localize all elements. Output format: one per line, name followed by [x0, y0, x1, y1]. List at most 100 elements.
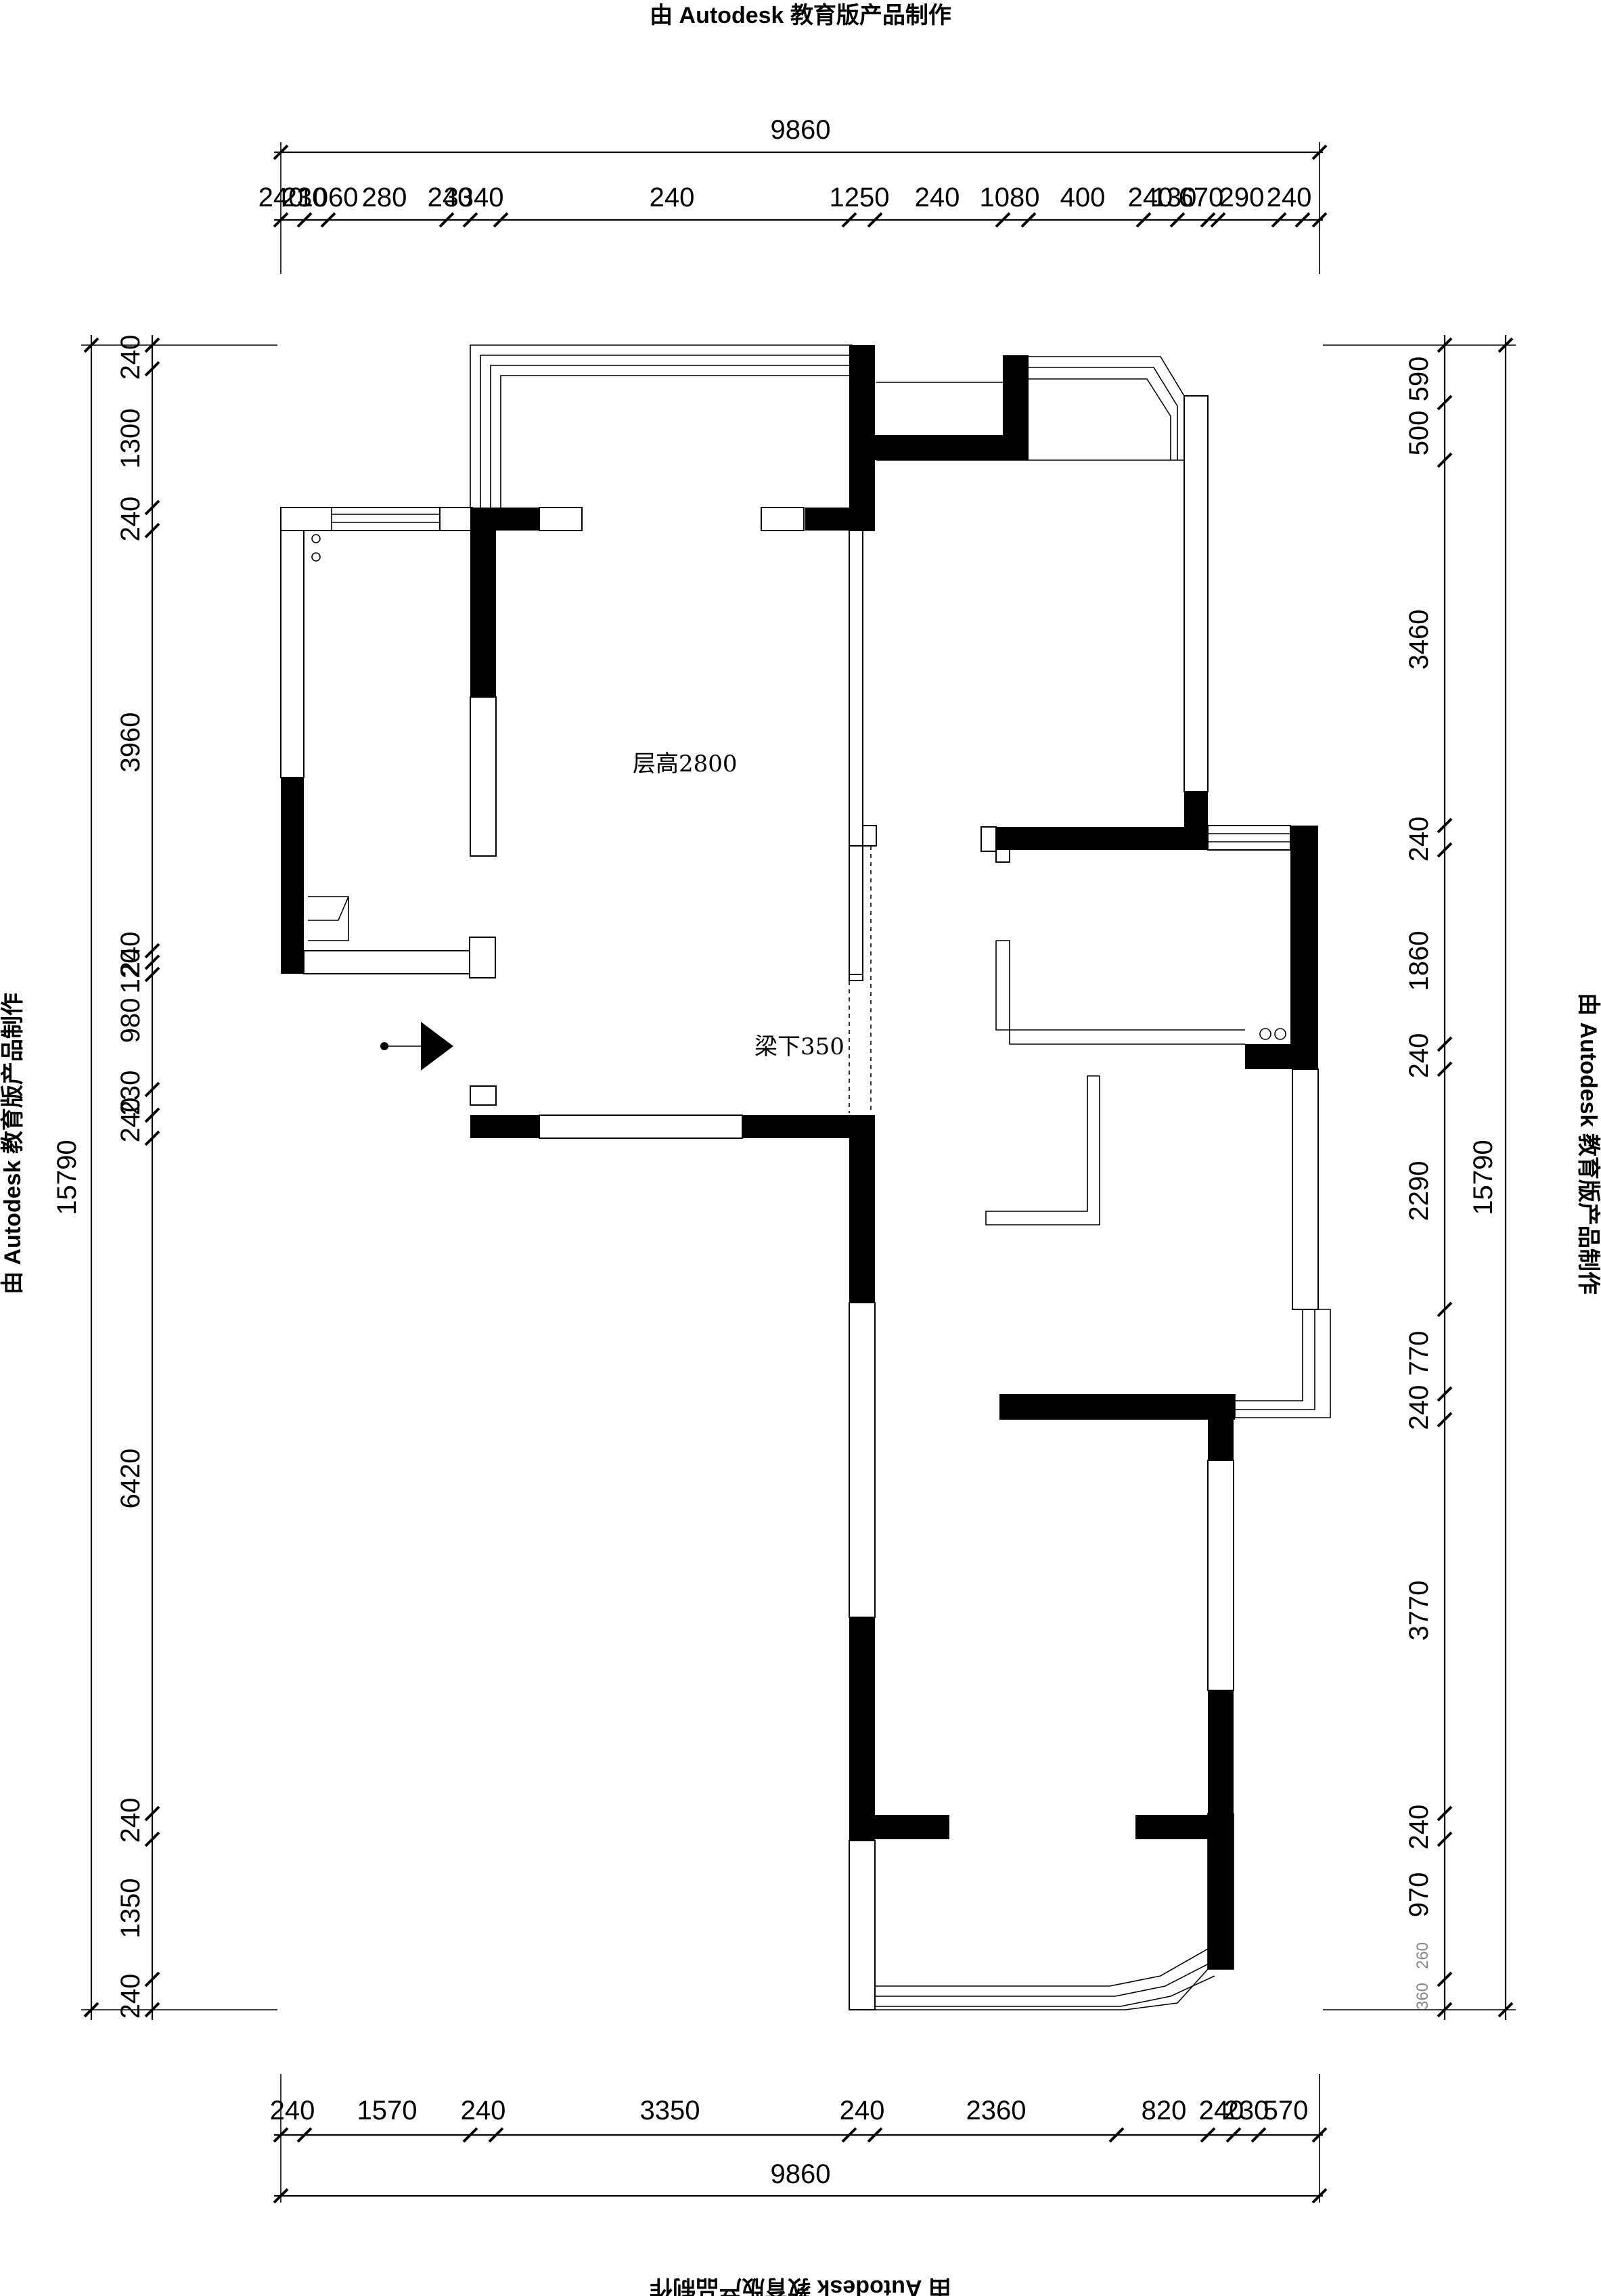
dim-top-segment: 240 [1128, 183, 1173, 212]
dim-right-segment: 1860 [1404, 931, 1434, 991]
dim-top-segment: 1060 [298, 183, 359, 212]
beam-label: 梁下350 [754, 1033, 844, 1060]
dim-left-segment: 230 [116, 1071, 145, 1116]
dim-right-segment: 3460 [1404, 610, 1434, 670]
dim-tick [273, 212, 289, 228]
dim-left-segment: 240 [116, 1098, 145, 1143]
dim-tick [83, 2002, 99, 2018]
dim-right-segment: 360 [1414, 1983, 1432, 2010]
dim-tick [493, 212, 509, 228]
dim-left-total: 15790 [52, 1140, 82, 1215]
dim-tick [1437, 842, 1453, 858]
dim-right-segment: 260 [1414, 1942, 1432, 1969]
dim-tick [144, 1971, 160, 1987]
dim-left-segment: 980 [116, 998, 145, 1043]
dim-bottom-segment: 240 [270, 2096, 315, 2125]
dim-left-segment: 1300 [116, 409, 145, 469]
dim-tick [1437, 1061, 1453, 1077]
dim-tick [1210, 212, 1226, 228]
dim-tick [144, 361, 160, 377]
dim-tick [841, 212, 857, 228]
dim-top-segment: 670 [1179, 183, 1224, 212]
dim-tick [273, 2127, 289, 2143]
dim-left-segment: 120 [116, 949, 145, 994]
dim-top-segment: 240 [650, 183, 695, 212]
dim-top-segment: 240 [428, 183, 473, 212]
dimension-left: 15790 2401300240396024012098023024064202… [52, 335, 277, 2020]
entrance-arrow-icon [380, 1022, 453, 1071]
dim-top-segment: 1080 [980, 183, 1040, 212]
dim-right-segment: 240 [1404, 1385, 1434, 1431]
dim-tick [83, 337, 99, 353]
watermarks: 由 Autodesk 教育版产品制作 由 Autodesk 教育版产品制作 由 … [0, 3, 1601, 2296]
room-labels: 层高2800 梁下350 [633, 750, 844, 1060]
dim-tick [1497, 337, 1514, 353]
dim-right-segment: 2290 [1404, 1161, 1434, 1221]
dimension-right: 15790 5905003460240186024022907702403770… [1323, 335, 1516, 2020]
dim-tick [273, 144, 289, 160]
dim-top-segment: 1250 [830, 183, 890, 212]
dim-left-segment: 240 [116, 1974, 145, 2019]
dim-tick [1437, 1412, 1453, 1428]
dim-tick [1437, 1831, 1453, 1847]
dim-left-segment: 3960 [116, 713, 145, 773]
dim-bottom-segment: 1570 [357, 2096, 418, 2125]
dim-tick [144, 1831, 160, 1847]
dim-left-segment: 240 [116, 335, 145, 380]
dim-tick [144, 2002, 160, 2018]
dim-tick [1437, 1971, 1453, 1987]
dim-tick [1225, 2127, 1242, 2143]
dim-tick [1020, 212, 1037, 228]
watermark-left: 由 Autodesk 教育版产品制作 [0, 993, 26, 1295]
dim-tick [144, 1081, 160, 1098]
dim-tick [438, 212, 455, 228]
dim-tick [1311, 2188, 1328, 2204]
dim-left-segment: 240 [116, 1798, 145, 1843]
dim-tick [1437, 337, 1453, 353]
dim-bottom-segment: 240 [840, 2096, 885, 2125]
dim-tick [144, 522, 160, 539]
dim-bottom-segment: 2360 [966, 2096, 1027, 2125]
dim-top-segment: 240 [258, 183, 304, 212]
dim-tick [1437, 1036, 1453, 1052]
dim-tick [462, 212, 478, 228]
dim-top-segment: 3340 [444, 183, 504, 212]
dim-top-segment: 290 [1219, 183, 1265, 212]
dim-tick [1311, 212, 1328, 228]
dim-right-total: 15790 [1468, 1140, 1498, 1215]
dim-tick [995, 212, 1011, 228]
watermark-top: 由 Autodesk 教育版产品制作 [650, 3, 951, 28]
dim-tick [1169, 212, 1186, 228]
dim-tick [296, 212, 313, 228]
dim-left-segment: 240 [116, 497, 145, 542]
dim-bottom-segment: 820 [1142, 2096, 1187, 2125]
dim-tick [296, 2127, 313, 2143]
dim-tick [841, 2127, 857, 2143]
dim-top-segment: 230 [282, 183, 328, 212]
dim-bottom-segment: 230 [1224, 2096, 1269, 2125]
dim-tick [1311, 2127, 1328, 2143]
dim-right-segment: 770 [1404, 1331, 1434, 1376]
dim-tick [144, 966, 160, 983]
dim-tick [867, 2127, 883, 2143]
dim-right-segment: 3770 [1404, 1581, 1434, 1641]
watermark-right: 由 Autodesk 教育版产品制作 [1575, 993, 1601, 1295]
dim-tick [1437, 1301, 1453, 1318]
dim-tick [1250, 2127, 1267, 2143]
dim-left-segment: 1350 [116, 1878, 145, 1939]
dim-top-segment: 400 [1060, 183, 1106, 212]
dim-bottom-total: 9860 [771, 2159, 831, 2189]
dim-bottom-segment: 240 [461, 2096, 506, 2125]
watermark-bottom: 由 Autodesk 教育版产品制作 [650, 2275, 951, 2296]
dim-tick [1271, 212, 1287, 228]
dim-tick [144, 1130, 160, 1146]
dim-tick [1497, 2002, 1514, 2018]
dim-left-segment: 6420 [116, 1449, 145, 1509]
dim-tick [320, 212, 336, 228]
dim-top-segment: 130 [1152, 183, 1197, 212]
dim-bottom-segment: 3350 [640, 2096, 700, 2125]
dim-tick [1108, 2127, 1125, 2143]
